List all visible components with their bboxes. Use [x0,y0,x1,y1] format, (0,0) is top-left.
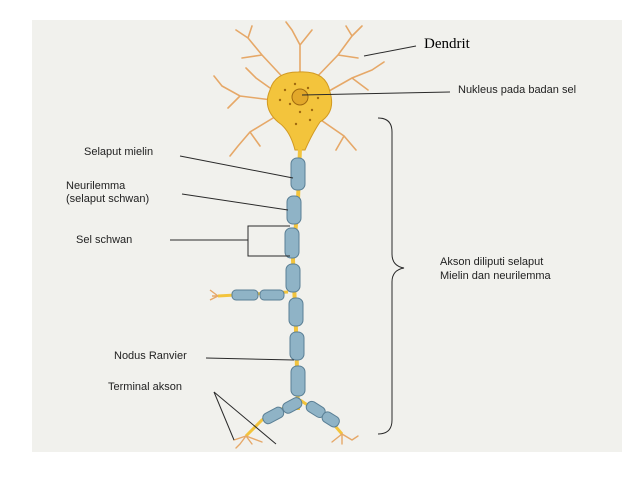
label-nodus-ranvier: Nodus Ranvier [114,350,187,362]
pointer-neurilemma [181,193,289,211]
pointer-nukleus [301,91,451,96]
label-dendrit: Dendrit [424,36,470,52]
nucleus [291,88,309,106]
label-selaput-mielin: Selaput mielin [84,146,154,158]
myelin-segment [284,227,300,259]
terminal-akson-endings [233,433,359,449]
myelin-segment [288,297,304,327]
myelin-segment [285,263,301,293]
myelin-sheath [284,157,306,397]
pointer-lines [170,45,451,445]
pointer-terminal-b [213,391,277,445]
label-neurilemma-sub: (selaput schwan) [66,193,150,205]
label-nukleus: Nukleus pada badan sel [458,84,577,96]
myelin-segment [289,331,305,361]
collateral-myelin [259,289,285,301]
collateral-terminal [209,289,219,301]
label-akson-line1: Akson diliputi selaput [440,256,544,268]
myelin-segment [290,157,306,191]
pointer-dendrit [363,45,417,57]
pointer-selaput-mielin [179,155,294,179]
cell-body-granules [278,82,320,126]
bracket-sel-schwan [247,225,290,257]
label-akson-line2: Mielin dan neurilemma [440,270,551,282]
label-neurilemma: Neurilemma [66,180,126,192]
pointer-terminal-a [213,391,235,441]
label-sel-schwan: Sel schwan [76,234,133,246]
label-terminal-akson: Terminal akson [108,381,182,393]
dendrites [213,21,385,157]
terminal-myelin [262,397,340,428]
myelin-segment [286,195,302,225]
pointer-nodus-ranvier [205,357,295,361]
akson-brace [377,117,405,435]
collateral-myelin [231,289,259,301]
myelin-segment [290,365,306,397]
